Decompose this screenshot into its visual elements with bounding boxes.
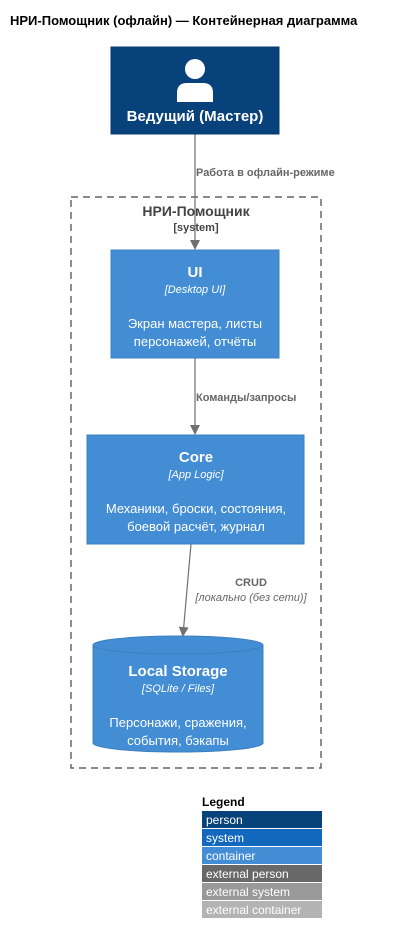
container-core: Core [App Logic] Механики, броски, состо… (86, 434, 305, 545)
legend-swatch-external-container (202, 901, 322, 918)
legend-label-container: container (206, 849, 255, 863)
person-node: Ведущий (Мастер) (110, 46, 280, 135)
legend-item-external-person: external person (202, 865, 322, 882)
legend-item-system: system (202, 829, 322, 846)
container-storage-desc-line1: Персонажи, сражения, (109, 715, 246, 730)
legend-label-external-person: external person (206, 867, 289, 881)
arrow-core-to-storage (178, 543, 192, 637)
container-storage-name: Local Storage (128, 663, 227, 680)
system-boundary (70, 196, 322, 769)
container-core-name: Core (179, 449, 213, 466)
container-ui-tech: [Desktop UI] (164, 284, 226, 296)
person-icon (177, 59, 213, 102)
diagram-title: НРИ-Помощник (офлайн) — Контейнерная диа… (10, 13, 358, 28)
legend-label-external-container: external container (206, 903, 301, 917)
container-core-desc-line1: Механики, броски, состояния, (106, 501, 286, 516)
legend-title: Legend (202, 795, 245, 809)
container-ui: UI [Desktop UI] Экран мастера, листы пер… (110, 249, 280, 359)
legend-label-external-system: external system (206, 885, 290, 899)
container-storage: Local Storage [SQLite / Files] Персонажи… (92, 635, 264, 753)
legend-label-person: person (206, 813, 243, 827)
legend: Legend person system container external per… (202, 795, 322, 918)
legend-swatch-external-person (202, 865, 322, 882)
legend-item-external-container: external container (202, 901, 322, 918)
boundary-type: [system] (173, 222, 219, 234)
container-storage-tech: [SQLite / Files] (141, 683, 215, 695)
relation-tech-core-storage: [локально (без сети)] (194, 592, 307, 604)
relation-label-person-ui: Работа в офлайн-режиме (196, 167, 335, 179)
legend-item-person: person (202, 811, 322, 828)
container-storage-desc-line2: события, бэкапы (127, 733, 229, 748)
container-ui-desc-line1: Экран мастера, листы (128, 316, 262, 331)
relation-label-ui-core: Команды/запросы (196, 392, 296, 404)
legend-label-system: system (206, 831, 244, 845)
container-ui-name: UI (188, 264, 203, 281)
container-core-desc-line2: боевой расчёт, журнал (127, 519, 265, 534)
legend-swatch-external-system (202, 883, 322, 900)
legend-item-container: container (202, 847, 322, 864)
legend-swatch-system (202, 829, 322, 846)
legend-items: person system container external person exte… (202, 811, 322, 918)
relation-label-core-storage: CRUD (235, 577, 267, 589)
boundary-name: НРИ-Помощник (142, 203, 250, 219)
container-core-tech: [App Logic] (167, 469, 224, 481)
legend-item-external-system: external system (202, 883, 322, 900)
legend-swatch-container (202, 847, 322, 864)
person-name: Ведущий (Мастер) (127, 108, 264, 125)
legend-swatch-person (202, 811, 322, 828)
container-ui-desc-line2: персонажей, отчёты (134, 334, 256, 349)
